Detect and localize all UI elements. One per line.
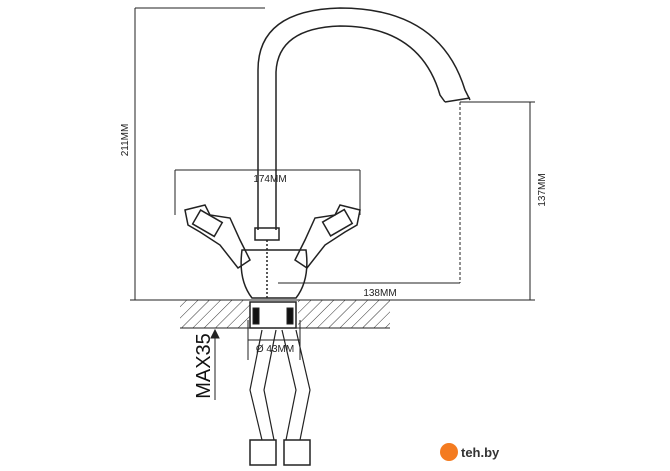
label-total-height: 211MM [120,124,131,157]
label-spout-reach: 138MM [363,288,396,299]
watermark-logo-icon [440,443,458,461]
watermark: teh.by [440,443,499,461]
label-mount-diameter: Ø 43MM [256,344,294,355]
label-handle-span: 174MM [253,174,286,185]
watermark-text: teh.by [461,444,500,460]
label-spout-height: 137MM [537,173,548,206]
label-max-thickness: MAX35 [193,333,215,399]
faucet-body [240,227,308,300]
mount-fitting [249,301,297,329]
countertop [180,299,390,329]
faucet-spout [257,7,471,230]
dimension-lines [130,7,535,400]
left-handle [184,204,251,270]
hoses [249,329,311,466]
right-handle [294,204,361,270]
